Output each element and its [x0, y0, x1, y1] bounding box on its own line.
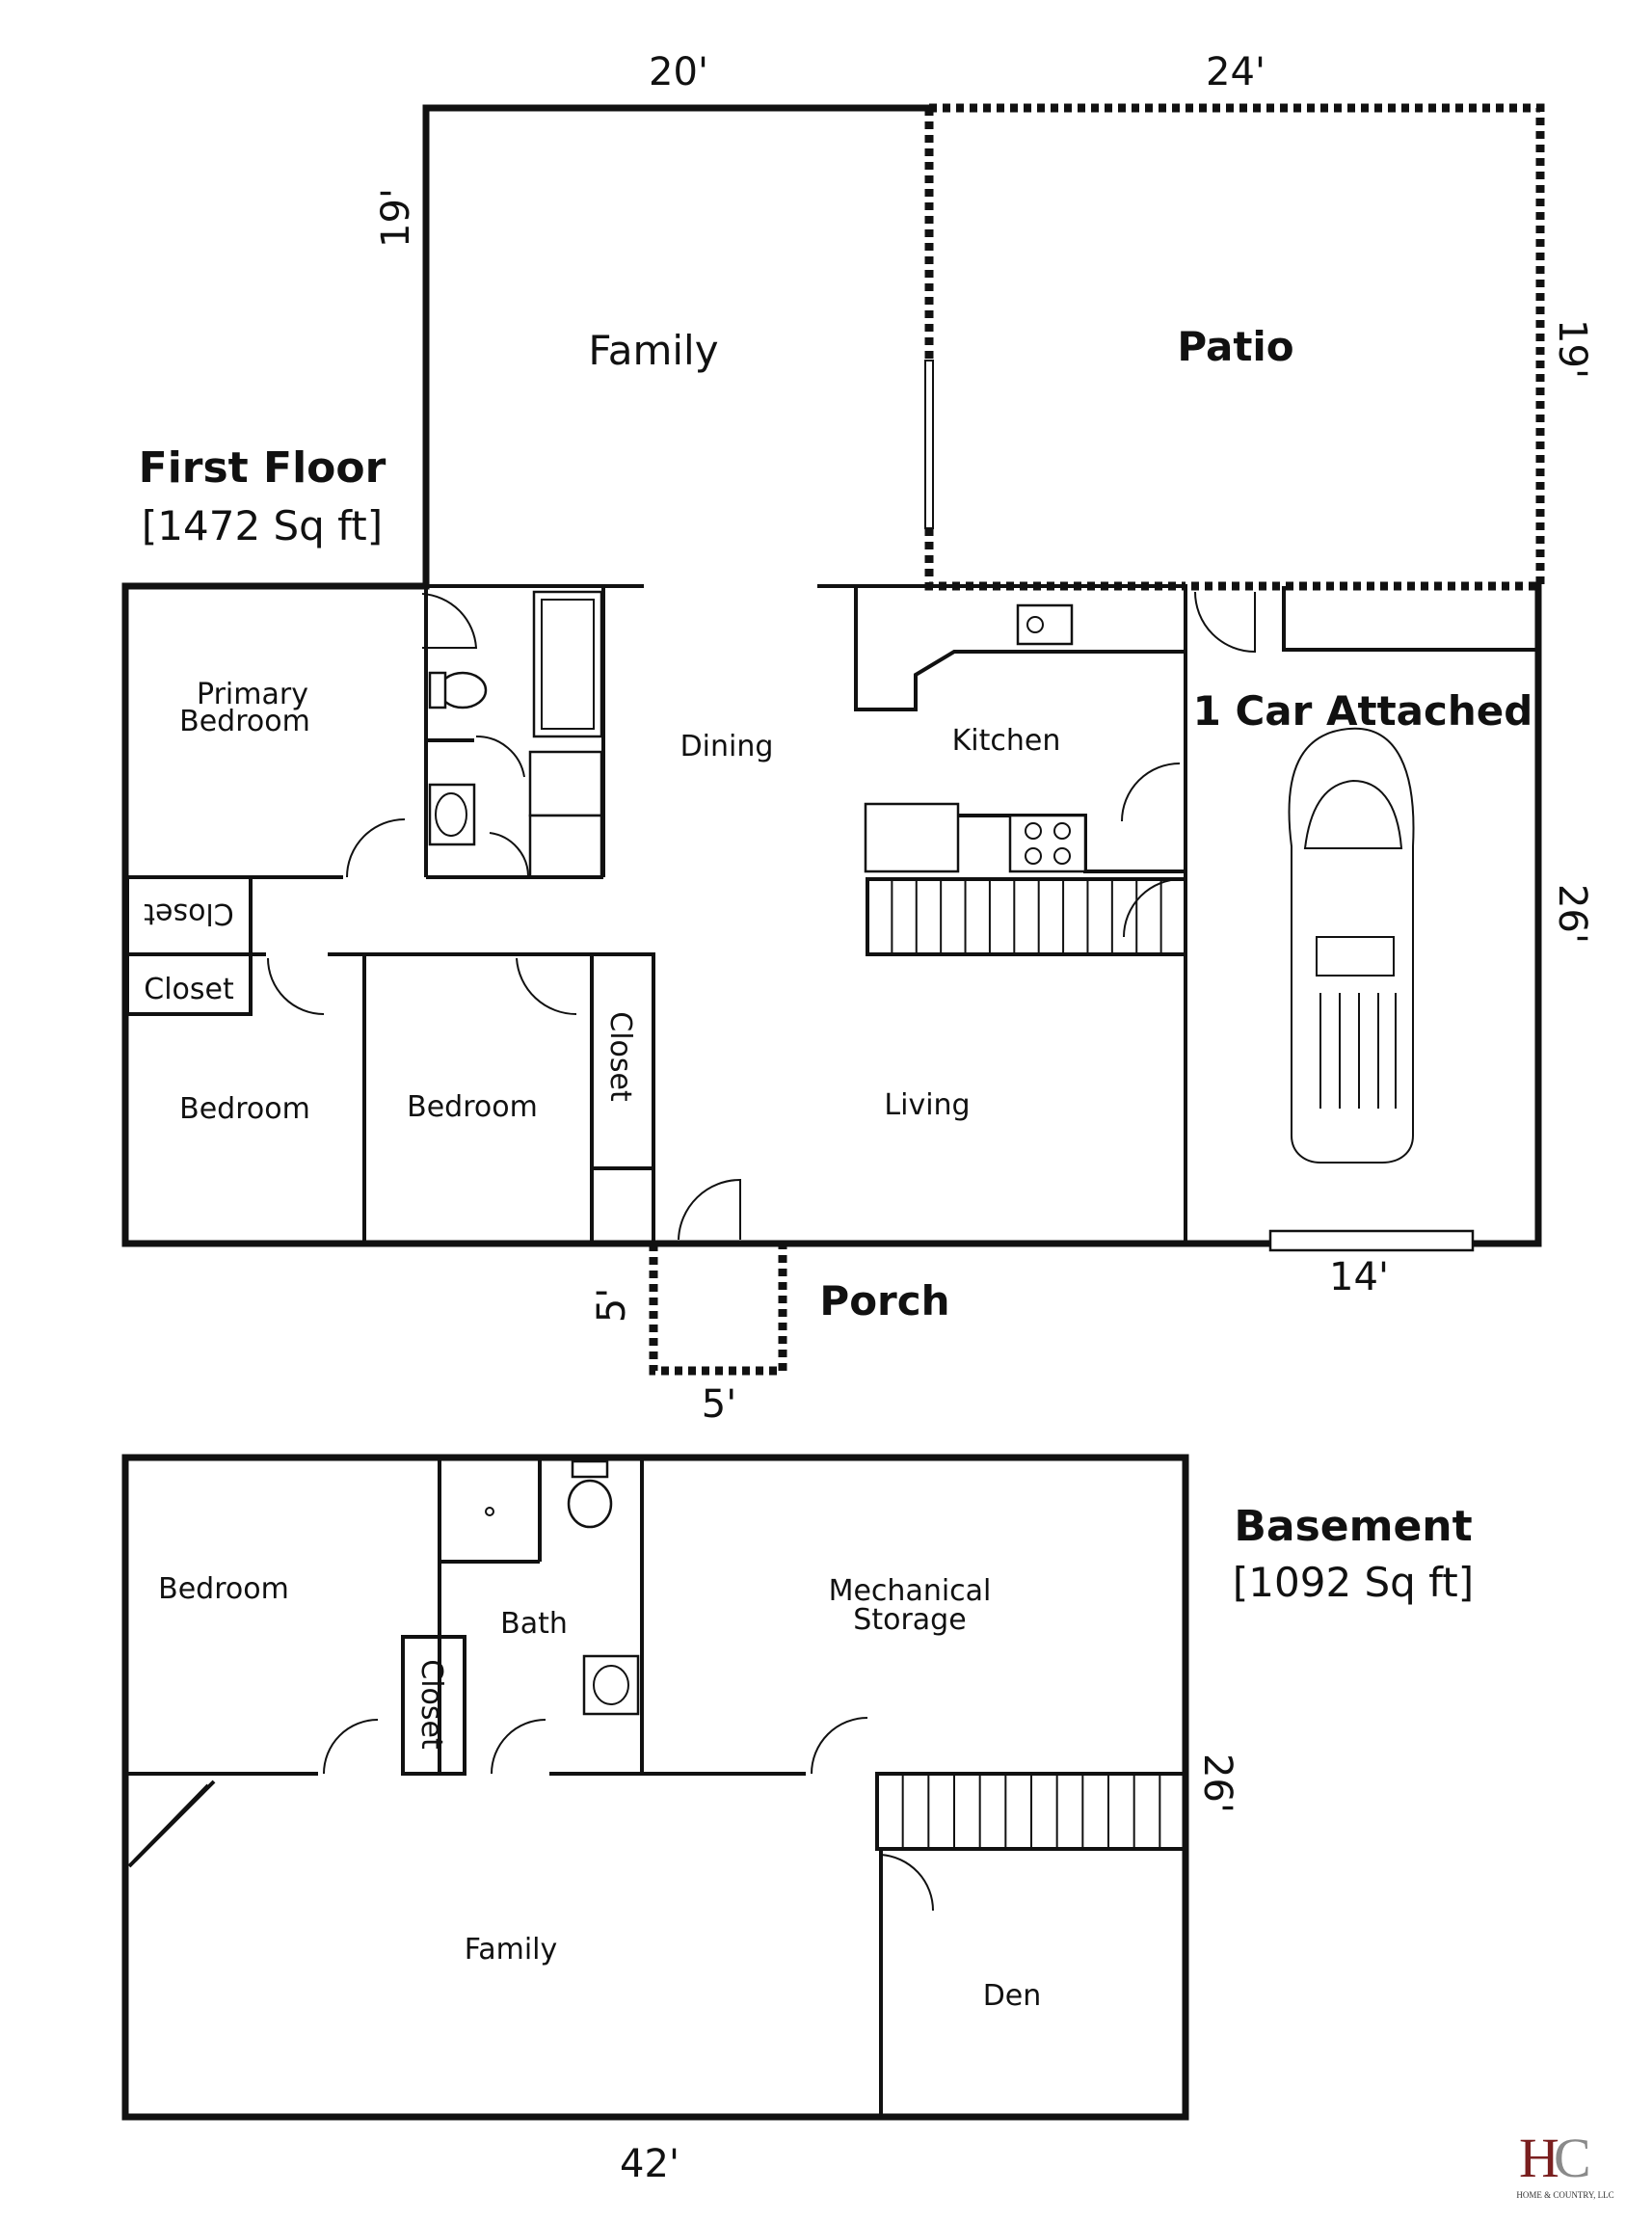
- kitchen-counter: [854, 586, 1186, 711]
- door-bath-sink: [489, 832, 530, 878]
- dim-garage-width: 14': [1329, 1255, 1389, 1299]
- room-label-family: Family: [588, 327, 718, 374]
- sliding-door: [924, 360, 934, 529]
- logo-letter-h: H: [1519, 2127, 1559, 2189]
- door-mechanical: [811, 1717, 868, 1775]
- dim-porch-width: 5': [702, 1382, 736, 1427]
- stove-burner-2: [1053, 822, 1071, 840]
- stove-burner-3: [1025, 847, 1042, 865]
- dim-garage-depth: 26': [1550, 884, 1594, 944]
- dryer: [528, 814, 603, 879]
- basement-toilet: [567, 1479, 613, 1529]
- room-label-bedroom-mid: Bedroom: [407, 1090, 538, 1124]
- basement-label-mechanical-1: Mechanical: [829, 1574, 992, 1608]
- basement-closet-box: [401, 1635, 466, 1776]
- room-label-bedroom-left: Bedroom: [179, 1092, 310, 1126]
- door-kitchen-garage: [1123, 878, 1183, 938]
- stove: [1008, 814, 1087, 873]
- room-label-kitchen: Kitchen: [952, 724, 1061, 758]
- door-den: [880, 1854, 935, 1912]
- basement-title: Basement: [1234, 1502, 1472, 1551]
- patio-divider-bottom: [924, 528, 1186, 591]
- door-primary-bedroom: [346, 818, 406, 878]
- logo-letter-c: C: [1554, 2127, 1591, 2189]
- main-outer-wall: [121, 582, 1542, 1247]
- room-label-closet-vertical: Closet: [603, 1011, 637, 1102]
- door-kitchen-pantry: [1121, 763, 1181, 822]
- shower-drain: [485, 1507, 494, 1516]
- toilet-tank: [428, 671, 447, 709]
- garage-door: [1268, 1229, 1475, 1252]
- first-floor-stairs: [866, 877, 1187, 956]
- basement-outer-wall: [121, 1454, 1189, 2121]
- dim-family-width: 20': [649, 50, 708, 94]
- room-label-closet-lower: Closet: [144, 973, 234, 1006]
- closet-lower-box: [125, 952, 253, 1016]
- door-bedroom-mid: [516, 957, 577, 1016]
- dim-porch-depth: 5': [590, 1288, 634, 1323]
- porch-outline: [649, 1244, 787, 1376]
- door-basement-bath: [491, 1719, 546, 1775]
- basement-sink-bowl: [593, 1665, 629, 1705]
- basement-toilet-tank: [571, 1459, 609, 1479]
- dim-basement-width: 42': [620, 2142, 679, 2186]
- bathtub-inner: [541, 599, 595, 730]
- dim-basement-depth: 26': [1195, 1753, 1239, 1813]
- garage-ledge: [1282, 586, 1538, 652]
- room-label-patio: Patio: [1177, 323, 1293, 370]
- first-floor-title: First Floor: [139, 443, 386, 493]
- basement-label-closet: Closet: [414, 1659, 448, 1750]
- door-bath: [421, 593, 478, 649]
- door-basement-bedroom: [323, 1719, 379, 1775]
- room-label-primary-line2: Bedroom: [179, 705, 310, 738]
- door-front-entry: [678, 1178, 741, 1241]
- room-label-dining: Dining: [680, 730, 774, 763]
- family-room-wall: [422, 104, 933, 590]
- kitchen-island: [864, 802, 960, 873]
- basement-label-den: Den: [983, 1979, 1042, 2013]
- room-label-primary-line1: Primary: [197, 678, 308, 711]
- first-floor-area: [1472 Sq ft]: [142, 502, 383, 549]
- dim-patio-width: 24': [1206, 50, 1266, 94]
- basement-angled-door-2: [133, 1783, 210, 1862]
- car-icon: [1288, 727, 1415, 1164]
- bathtub: [532, 590, 603, 738]
- room-label-closet-upside: Closet: [144, 896, 234, 930]
- stove-burner-1: [1025, 822, 1042, 840]
- room-label-living: Living: [884, 1088, 970, 1122]
- kitchen-sink: [1016, 603, 1074, 646]
- stove-burner-4: [1053, 847, 1071, 865]
- room-label-porch: Porch: [819, 1277, 949, 1325]
- first-floor-plan: [121, 103, 1545, 1376]
- basement-label-bedroom: Bedroom: [158, 1572, 289, 1606]
- dim-patio-depth: 19': [1550, 319, 1594, 379]
- basement-stairs: [875, 1772, 1187, 1851]
- dim-family-depth: 19': [374, 188, 418, 248]
- sink-drain: [1026, 616, 1044, 633]
- door-garage-patio: [1194, 591, 1256, 654]
- basement-label-bath: Bath: [500, 1607, 568, 1641]
- basement-plan: [121, 1454, 1189, 2121]
- door-bedroom-left: [267, 957, 325, 1015]
- basement-label-mechanical-2: Storage: [853, 1603, 966, 1637]
- closet-small-box: [590, 1166, 655, 1245]
- room-label-garage: 1 Car Attached: [1193, 687, 1533, 735]
- basement-area: [1092 Sq ft]: [1233, 1559, 1474, 1606]
- home-country-logo: H C HOME & COUNTRY, LLC: [1516, 2127, 1613, 2200]
- washer: [528, 750, 603, 817]
- door-laundry: [475, 735, 525, 778]
- logo-caption: HOME & COUNTRY, LLC: [1516, 2190, 1613, 2200]
- bath-sink-bowl: [435, 792, 467, 837]
- basement-label-family: Family: [465, 1933, 558, 1967]
- patio-outline: [929, 103, 1545, 591]
